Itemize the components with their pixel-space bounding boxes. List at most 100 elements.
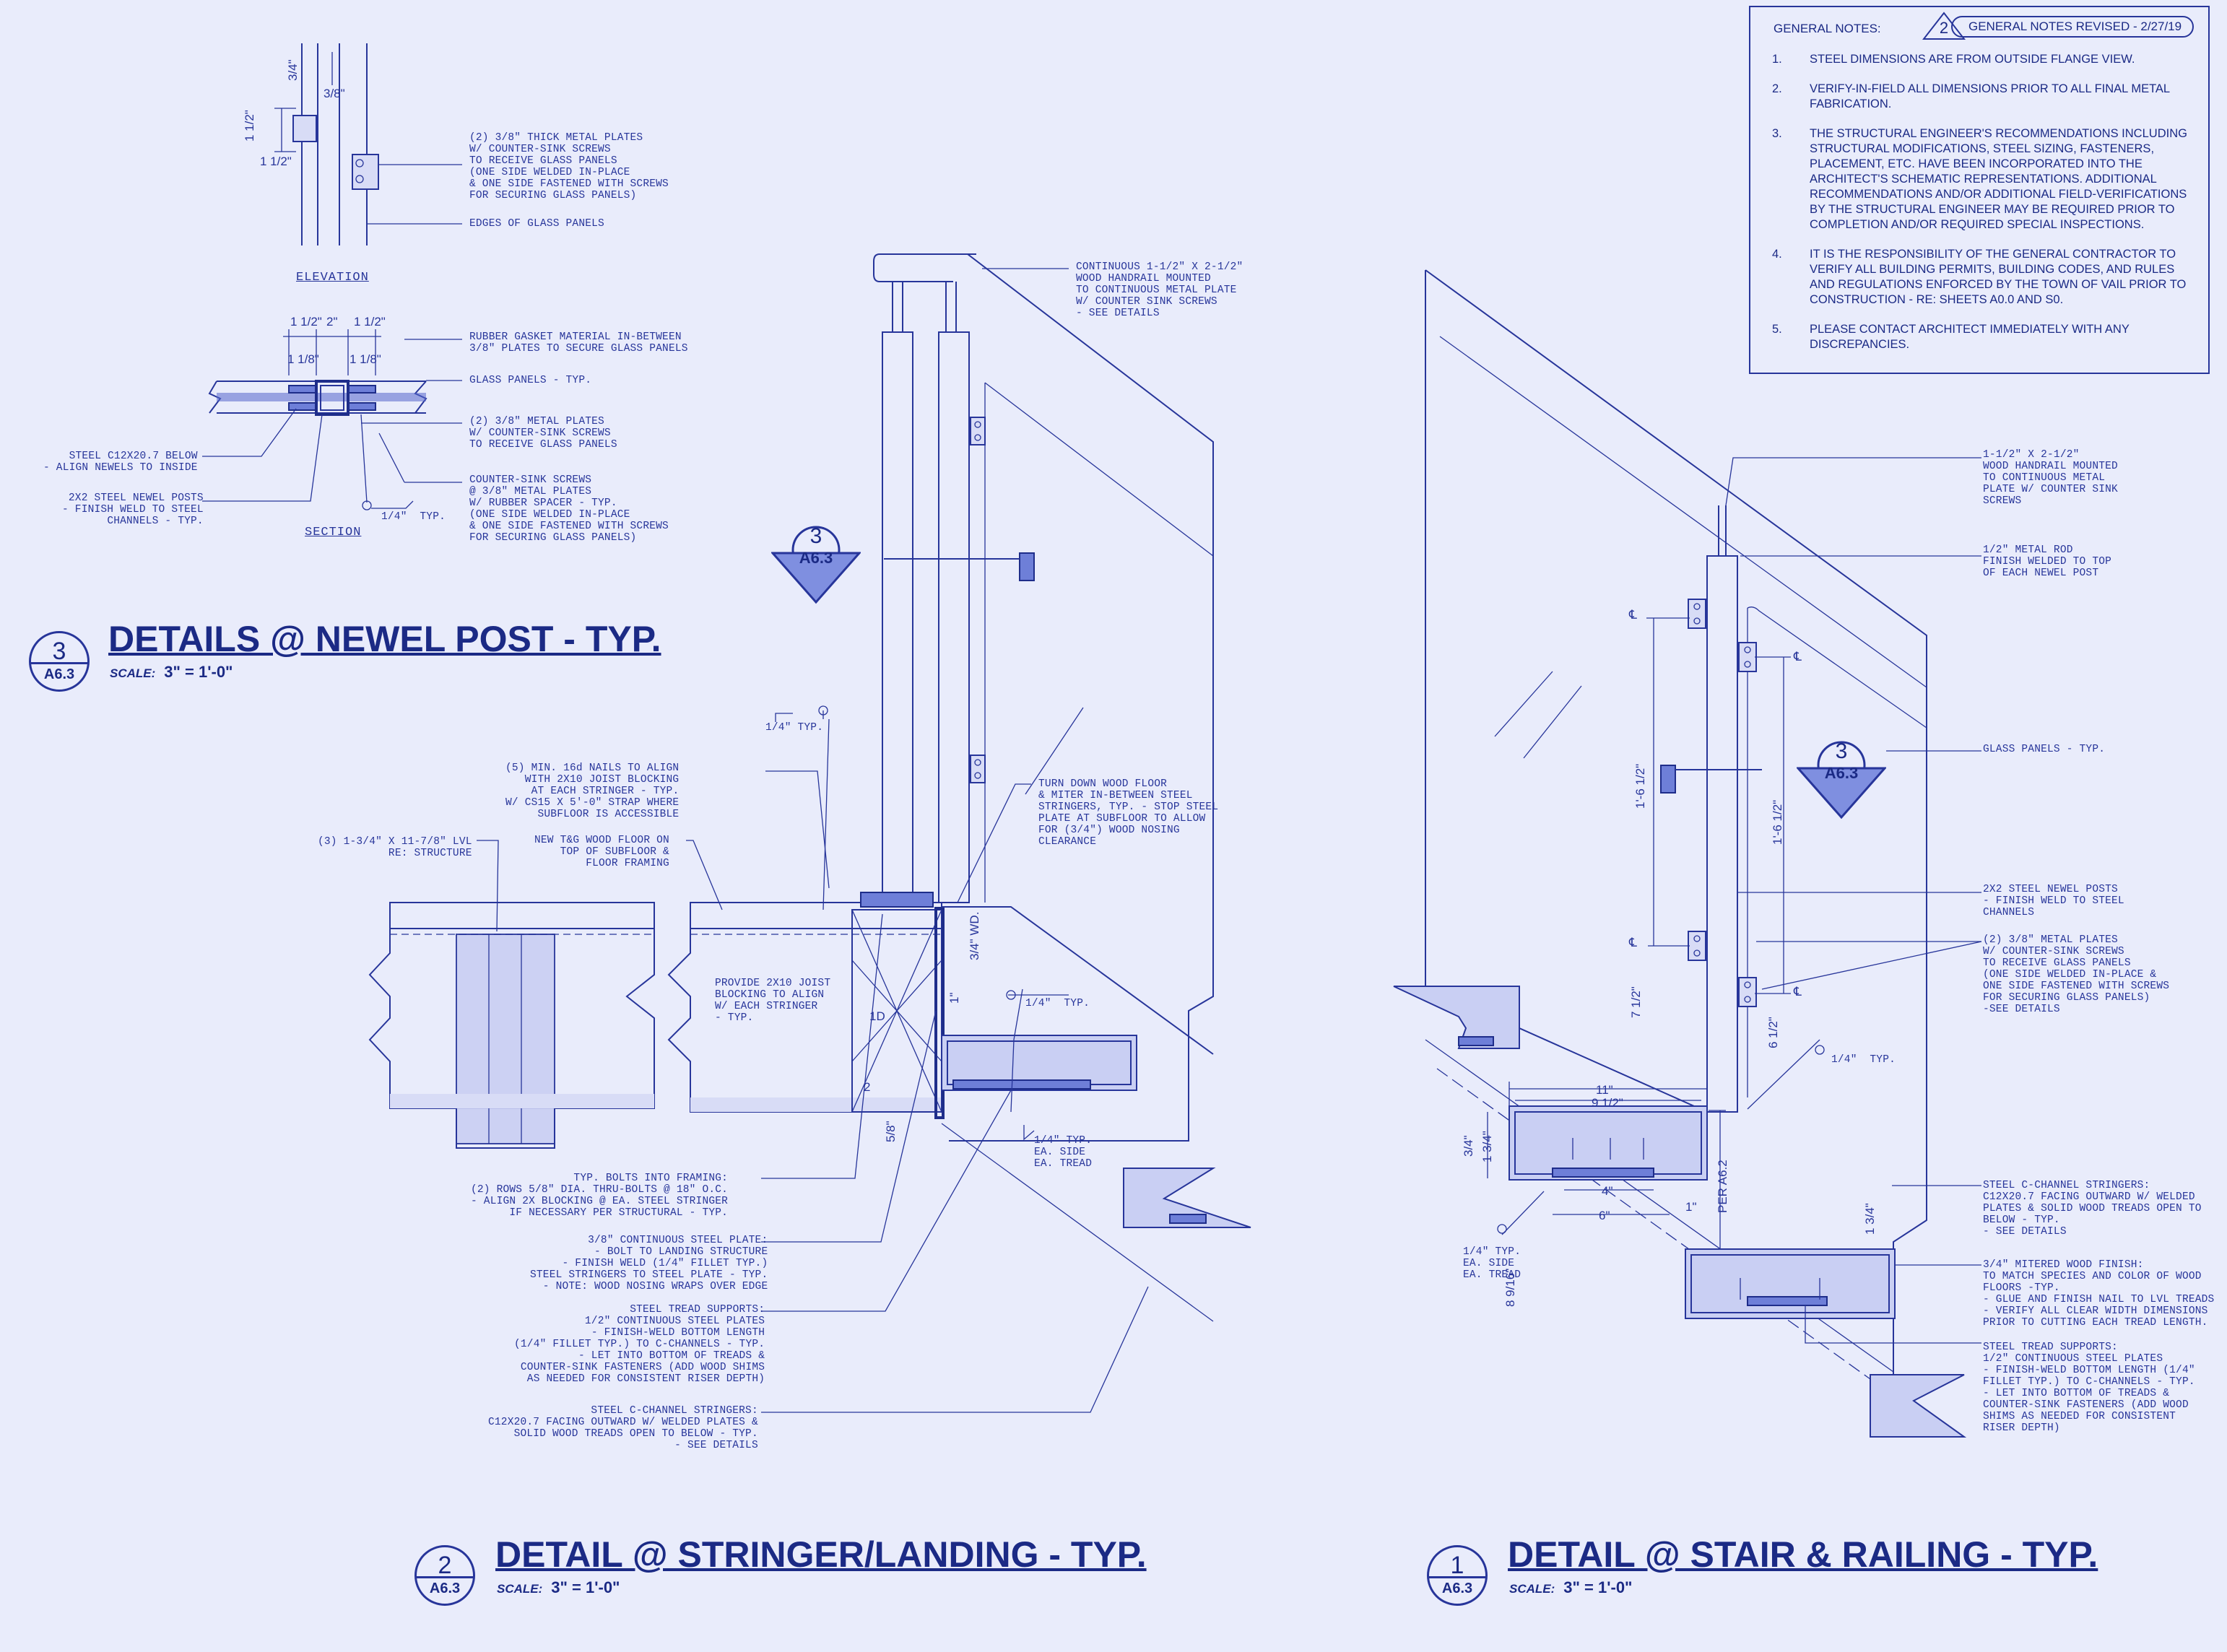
- detail-3-bubble: 3 A6.3: [29, 631, 90, 692]
- general-note-item: 5. PLEASE CONTACT ARCHITECT IMMEDIATELY W…: [1772, 322, 2198, 352]
- detail-3-scale: SCALE: 3" = 1'-0": [110, 663, 233, 682]
- note-tread-supports: STEEL TREAD SUPPORTS: 1/2" CONTINUOUS ST…: [514, 1304, 765, 1385]
- note-bolts: TYP. BOLTS INTO FRAMING: (2) ROWS 5/8" D…: [471, 1173, 729, 1219]
- note-text: VERIFY-IN-FIELD ALL DIMENSIONS PRIOR TO …: [1810, 82, 2170, 110]
- note-nails: (5) MIN. 16d NAILS TO ALIGN WITH 2X10 JO…: [505, 762, 680, 820]
- scale-value: 3" = 1'-0": [1563, 1578, 1633, 1596]
- note-text: THE STRUCTURAL ENGINEER'S RECOMMENDATION…: [1810, 127, 2187, 231]
- note-glass-panels: GLASS PANELS - TYP.: [469, 375, 592, 386]
- note-weld-mid: 1/4" TYP.: [1025, 998, 1090, 1009]
- dim-2b: 2: [864, 1080, 871, 1094]
- dim-1-d1: 1": [1685, 1200, 1697, 1214]
- title-text: DETAIL @ STAIR & RAILING - TYP.: [1508, 1534, 2098, 1575]
- dim-wd: 3/4" WD.: [968, 911, 981, 960]
- note-plates-1: (2) 3/8" METAL PLATES W/ COUNTER-SINK SC…: [1983, 934, 2170, 1015]
- general-notes-heading: GENERAL NOTES:: [1774, 22, 1881, 35]
- dim-3-8: 3/8": [324, 87, 345, 100]
- detail-sheet-ref: A6.3: [1441, 1581, 1473, 1596]
- callout-tag-detail-1: 3 A6.3: [1798, 739, 1885, 783]
- stair-leaders: [1497, 457, 1982, 1344]
- general-note-item: 3.THE STRUCTURAL ENGINEER'S RECOMMENDATI…: [1772, 126, 2198, 232]
- note-index: 1.: [1772, 53, 1782, 66]
- scale-label: SCALE:: [1509, 1582, 1555, 1596]
- dim-6-5: 6 1/2": [1766, 1017, 1780, 1048]
- note-weld-section: 1/4" TYP.: [381, 511, 446, 523]
- dim-9-5: 9 1/2": [1592, 1096, 1623, 1110]
- note-screws: COUNTER-SINK SCREWS @ 3/8" METAL PLATES …: [469, 474, 669, 544]
- dim-1-1-2-a: 1 1/2": [243, 110, 256, 142]
- note-tread-supports-1: STEEL TREAD SUPPORTS: 1/2" CONTINUOUS ST…: [1983, 1342, 2195, 1434]
- note-index: 4.: [1772, 248, 1782, 261]
- note-index: 2.: [1772, 82, 1782, 95]
- scale-value: 3" = 1'-0": [551, 1578, 620, 1596]
- note-mitered: 3/4" MITERED WOOD FINISH: TO MATCH SPECI…: [1983, 1259, 2215, 1329]
- centerline-icon: ℄: [1629, 936, 1637, 949]
- note-metal-plates: (2) 3/8" METAL PLATES W/ COUNTER-SINK SC…: [469, 416, 617, 451]
- section-callout-detail-1: [1797, 741, 1886, 820]
- detail-2-title: DETAIL @ STRINGER/LANDING - TYP.: [495, 1534, 1147, 1575]
- note-plate: 3/8" CONTINUOUS STEEL PLATE: - BOLT TO L…: [530, 1235, 768, 1292]
- callout-number: 3: [809, 524, 822, 548]
- dim-3-4-d1: 3/4": [1462, 1135, 1475, 1157]
- callout-sheet: A6.3: [799, 549, 833, 567]
- note-gasket: RUBBER GASKET MATERIAL IN-BETWEEN 3/8" P…: [469, 331, 688, 355]
- dim-11: 11": [1596, 1083, 1613, 1097]
- dim-3-4: 3/4": [286, 59, 300, 81]
- centerline-icon: ℄: [1629, 608, 1637, 622]
- note-handrail-1: 1-1/2" X 2-1/2" WOOD HANDRAIL MOUNTED TO…: [1983, 449, 2118, 507]
- stringer-leaders: [477, 705, 1149, 1413]
- centerline-icon: ℄: [1794, 985, 1802, 999]
- scale-label: SCALE:: [497, 1582, 543, 1596]
- general-note-item: 4. IT IS THE RESPONSIBILITY OF THE GENERA…: [1772, 247, 2198, 308]
- note-glass-edges: EDGES OF GLASS PANELS: [469, 218, 604, 230]
- dim-2: 2": [326, 315, 338, 329]
- dim-8-9-16: 8 9/16": [1503, 1268, 1517, 1307]
- dim-6: 6": [1599, 1209, 1610, 1222]
- general-notes-panel: GENERAL NOTES: GENERAL NOTES REVISED - 2…: [1749, 6, 2210, 374]
- note-handrail: CONTINUOUS 1-1/2" X 2-1/2" WOOD HANDRAIL…: [1076, 261, 1243, 319]
- stair-railing: [1393, 269, 1967, 1438]
- dim-1-3-4: 1 3/4": [1480, 1131, 1494, 1162]
- detail-1-scale: SCALE: 3" = 1'-0": [1509, 1578, 1632, 1597]
- dim-7-5: 7 1/2": [1629, 986, 1643, 1018]
- detail-sheet-ref: A6.3: [429, 1581, 461, 1596]
- dim-per: PER A6.2: [1716, 1160, 1729, 1213]
- note-newel-posts: 2X2 STEEL NEWEL POSTS - FINISH WELD TO S…: [62, 492, 204, 527]
- detail-2-bubble: 2 A6.3: [414, 1545, 475, 1606]
- dim-1-1-2-c: 1 1/2": [290, 315, 322, 329]
- section-callout-detail-2: [771, 526, 861, 604]
- scale-value: 3" = 1'-0": [164, 663, 233, 681]
- scale-label: SCALE:: [110, 666, 156, 680]
- note-text: PLEASE CONTACT ARCHITECT IMMEDIATELY WIT…: [1810, 323, 2130, 351]
- note-stringers-1: STEEL C-CHANNEL STRINGERS: C12X20.7 FACI…: [1983, 1180, 2202, 1238]
- dim-1-1-8-a: 1 1/8": [287, 352, 319, 366]
- title-text: DETAILS @ NEWEL POST - TYP.: [108, 619, 661, 659]
- detail-number: 3: [52, 638, 66, 665]
- dim-5-8: 5/8": [884, 1121, 898, 1142]
- elevation-label: ELEVATION: [296, 271, 369, 284]
- detail-1-title: DETAIL @ STAIR & RAILING - TYP.: [1508, 1534, 2098, 1575]
- bubble-divider: [417, 1576, 473, 1578]
- note-glass-1: GLASS PANELS - TYP.: [1983, 744, 2106, 755]
- note-wood-floor: NEW T&G WOOD FLOOR ON TOP OF SUBFLOOR & …: [534, 835, 669, 869]
- newel-elevation: [274, 43, 462, 245]
- note-weld-tread-1: 1/4" TYP. EA. SIDE EA. TREAD: [1463, 1246, 1521, 1281]
- stringer-floor-framing: [368, 892, 1251, 1322]
- note-weld-top: 1/4" TYP.: [765, 722, 824, 734]
- newel-section: [202, 329, 462, 510]
- detail-1-bubble: 1 A6.3: [1427, 1545, 1488, 1606]
- note-text: IT IS THE RESPONSIBILITY OF THE GENERAL …: [1810, 248, 2187, 306]
- general-notes-list: 1.STEEL DIMENSIONS ARE FROM OUTSIDE FLAN…: [1772, 52, 2198, 367]
- note-steel-channel: STEEL C12X20.7 BELOW - ALIGN NEWELS TO I…: [43, 451, 198, 474]
- note-plates: (2) 3/8" THICK METAL PLATES W/ COUNTER-S…: [469, 132, 669, 201]
- detail-number: 1: [1450, 1552, 1464, 1579]
- dim-1d: 1D: [869, 1009, 885, 1023]
- bubble-divider: [1429, 1576, 1485, 1578]
- detail-number: 2: [438, 1552, 452, 1579]
- detail-2-scale: SCALE: 3" = 1'-0": [497, 1578, 620, 1597]
- detail-3-title: DETAILS @ NEWEL POST - TYP.: [108, 618, 661, 660]
- note-blocking: PROVIDE 2X10 JOIST BLOCKING TO ALIGN W/ …: [715, 978, 831, 1024]
- note-index: 5.: [1772, 323, 1782, 336]
